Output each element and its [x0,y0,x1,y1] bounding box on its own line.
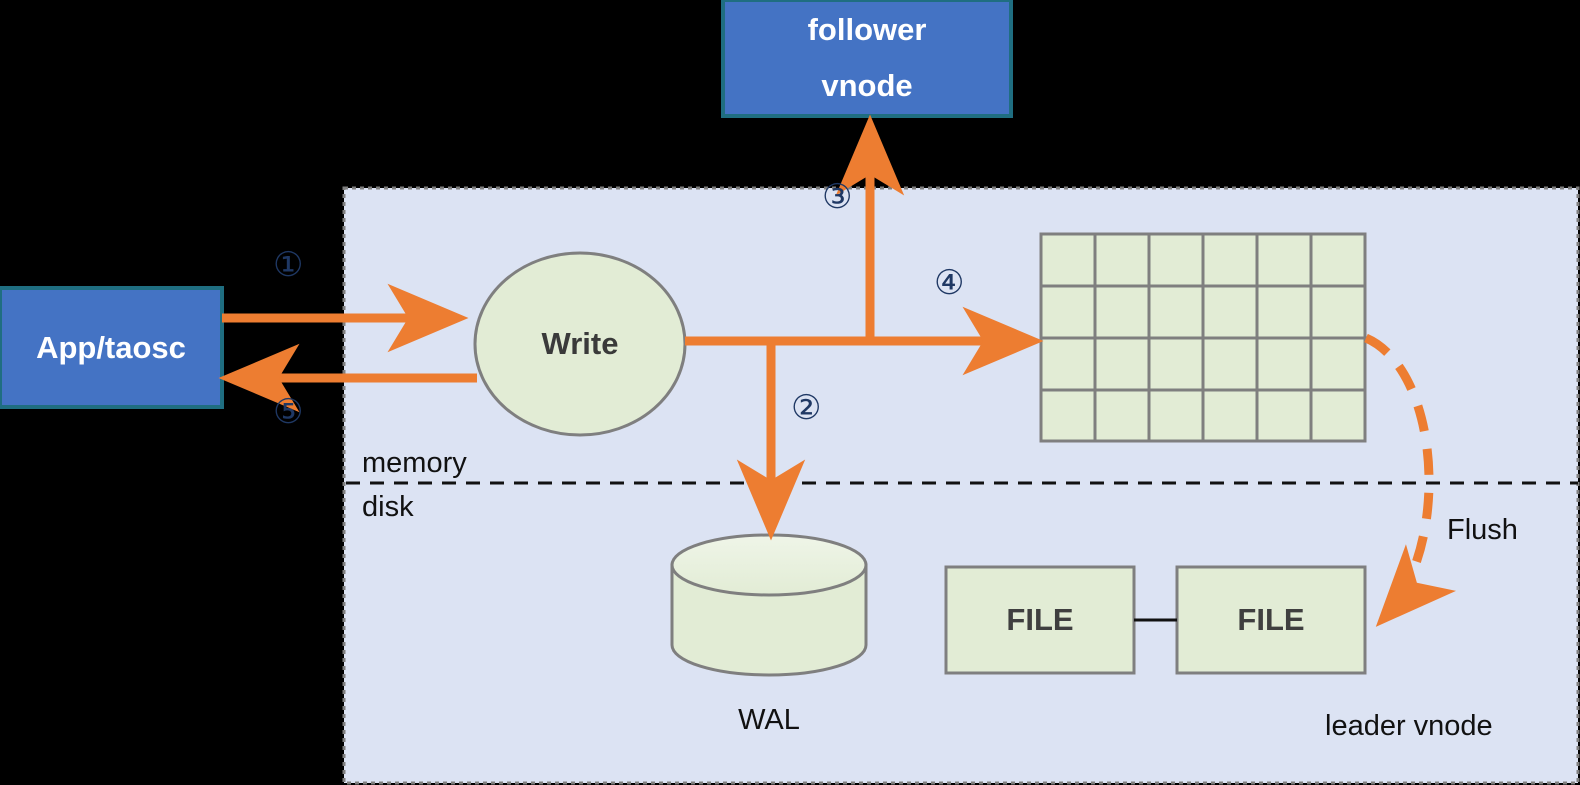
follower-vnode-box [721,0,1013,118]
step-number-5: ⑤ [273,392,304,432]
file-box-right [1175,565,1367,675]
file-box-left [944,565,1136,675]
wal-cylinder [670,533,868,677]
arrow-flush [1364,333,1456,627]
app-taosc-box [0,286,224,409]
step-number-3: ③ [822,177,853,217]
write-ellipse [473,251,687,437]
step-number-2: ② [791,388,822,428]
step-number-1: ① [273,245,304,285]
memtable-grid [1039,232,1367,443]
step-number-4: ④ [934,263,965,303]
